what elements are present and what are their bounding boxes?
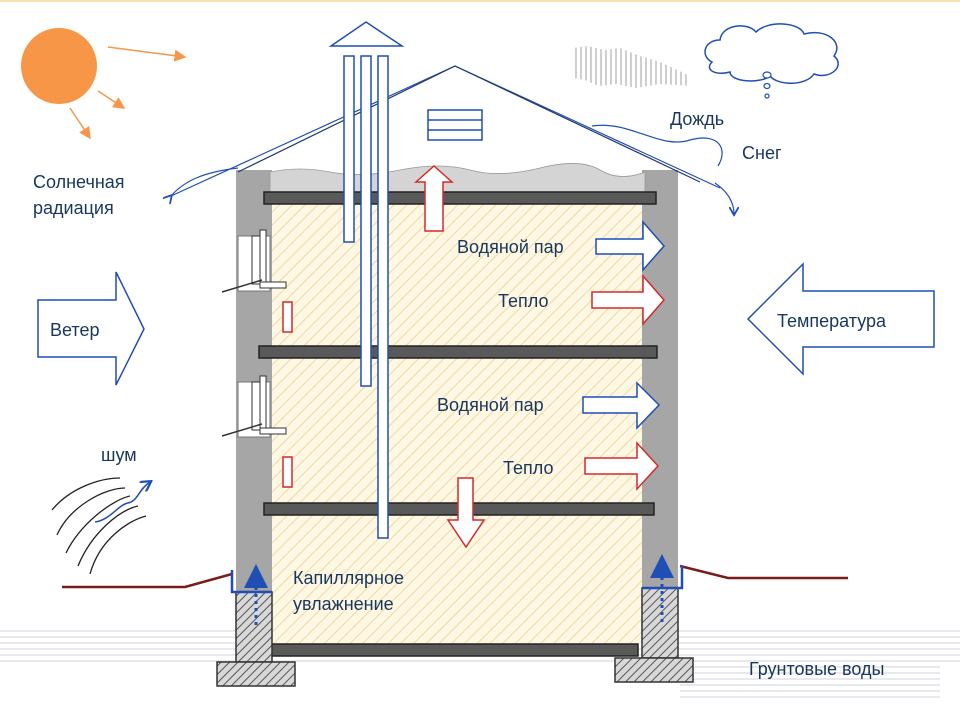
cloud-icon xyxy=(704,23,839,99)
vapor-arrow-upper xyxy=(595,220,665,272)
heat-arrow-lower xyxy=(584,441,660,491)
sun-rays xyxy=(69,46,187,140)
noise-label: шум xyxy=(101,445,137,465)
slab-basement xyxy=(269,643,639,657)
wind-arrow xyxy=(37,271,145,386)
solar-radiation-label-2: радиация xyxy=(33,198,114,218)
sun-icon xyxy=(21,28,97,104)
heat-label-upper: Тепло xyxy=(498,291,548,311)
temperature-label: Температура xyxy=(777,311,887,331)
waterproofing-right xyxy=(642,566,684,590)
vapor-label-lower: Водяной пар xyxy=(437,395,544,415)
snow-label: Снег xyxy=(742,143,782,163)
ventilation-pipes xyxy=(328,21,405,539)
heat-arrow-up xyxy=(414,164,454,232)
window-lower xyxy=(221,375,287,438)
interior-fill xyxy=(272,204,642,644)
heat-arrow-upper xyxy=(591,274,665,326)
attic-vent xyxy=(427,109,483,141)
ground-line-right xyxy=(679,564,848,580)
noise-waves xyxy=(51,477,147,575)
foundation-left xyxy=(216,591,296,687)
capillary-label-2: увлажнение xyxy=(293,594,394,614)
roof-drip-right xyxy=(714,182,734,214)
temperature-arrow xyxy=(746,262,935,376)
heat-label-lower: Тепло xyxy=(503,458,553,478)
rain-label: Дождь xyxy=(670,109,724,129)
groundwater-label: Грунтовые воды xyxy=(749,659,884,679)
foundation-right xyxy=(614,587,694,683)
capillary-label-1: Капиллярное xyxy=(293,568,404,588)
slab-second xyxy=(258,345,658,359)
slab-attic xyxy=(263,191,657,205)
wind-label: Ветер xyxy=(50,320,99,340)
window-upper xyxy=(221,229,287,293)
roof-drip-left xyxy=(171,167,239,196)
noise-arrow xyxy=(94,482,150,523)
vapor-label-upper: Водяной пар xyxy=(457,237,564,257)
rain-streaks xyxy=(573,46,690,88)
waterproofing-left xyxy=(230,570,272,594)
solar-radiation-label-1: Солнечная xyxy=(33,172,125,192)
attic-insulation xyxy=(269,163,646,193)
heat-arrow-down xyxy=(446,477,486,549)
rain-flow-line xyxy=(591,124,723,167)
vapor-arrow-lower xyxy=(582,381,661,430)
radiator-upper xyxy=(282,301,293,333)
ground-line-left xyxy=(62,572,233,589)
radiator-lower xyxy=(282,456,293,488)
roof-inner-line xyxy=(237,65,701,183)
